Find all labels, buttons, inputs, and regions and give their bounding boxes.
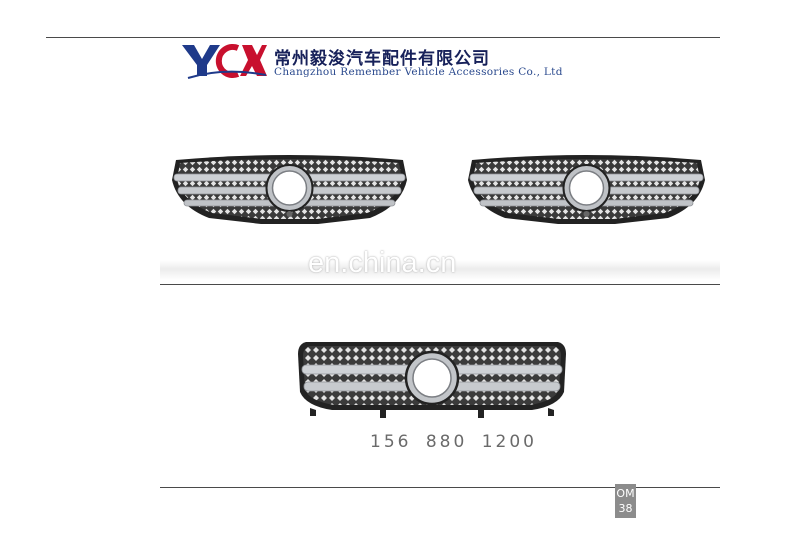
grille-image-top-right: [468, 155, 705, 224]
watermark-text: en.china.cn: [308, 247, 457, 279]
company-name-en: Changzhou Remember Vehicle Accessories C…: [274, 66, 563, 78]
grille-image-top-left: [172, 155, 407, 224]
watermark-band: [160, 260, 720, 280]
page-badge-line1: OM: [616, 487, 635, 500]
part-number: 156 880 1200: [370, 432, 537, 452]
company-name-cn: 常州毅浚汽车配件有限公司: [274, 49, 490, 69]
grille-image-bottom: [298, 342, 566, 418]
page-badge-line2: 38: [618, 502, 633, 515]
top-rule: [46, 37, 720, 38]
company-logo: [182, 44, 267, 79]
bottom-rule: [160, 487, 720, 488]
middle-rule: [160, 284, 720, 285]
page-badge: OM 38: [615, 484, 636, 518]
